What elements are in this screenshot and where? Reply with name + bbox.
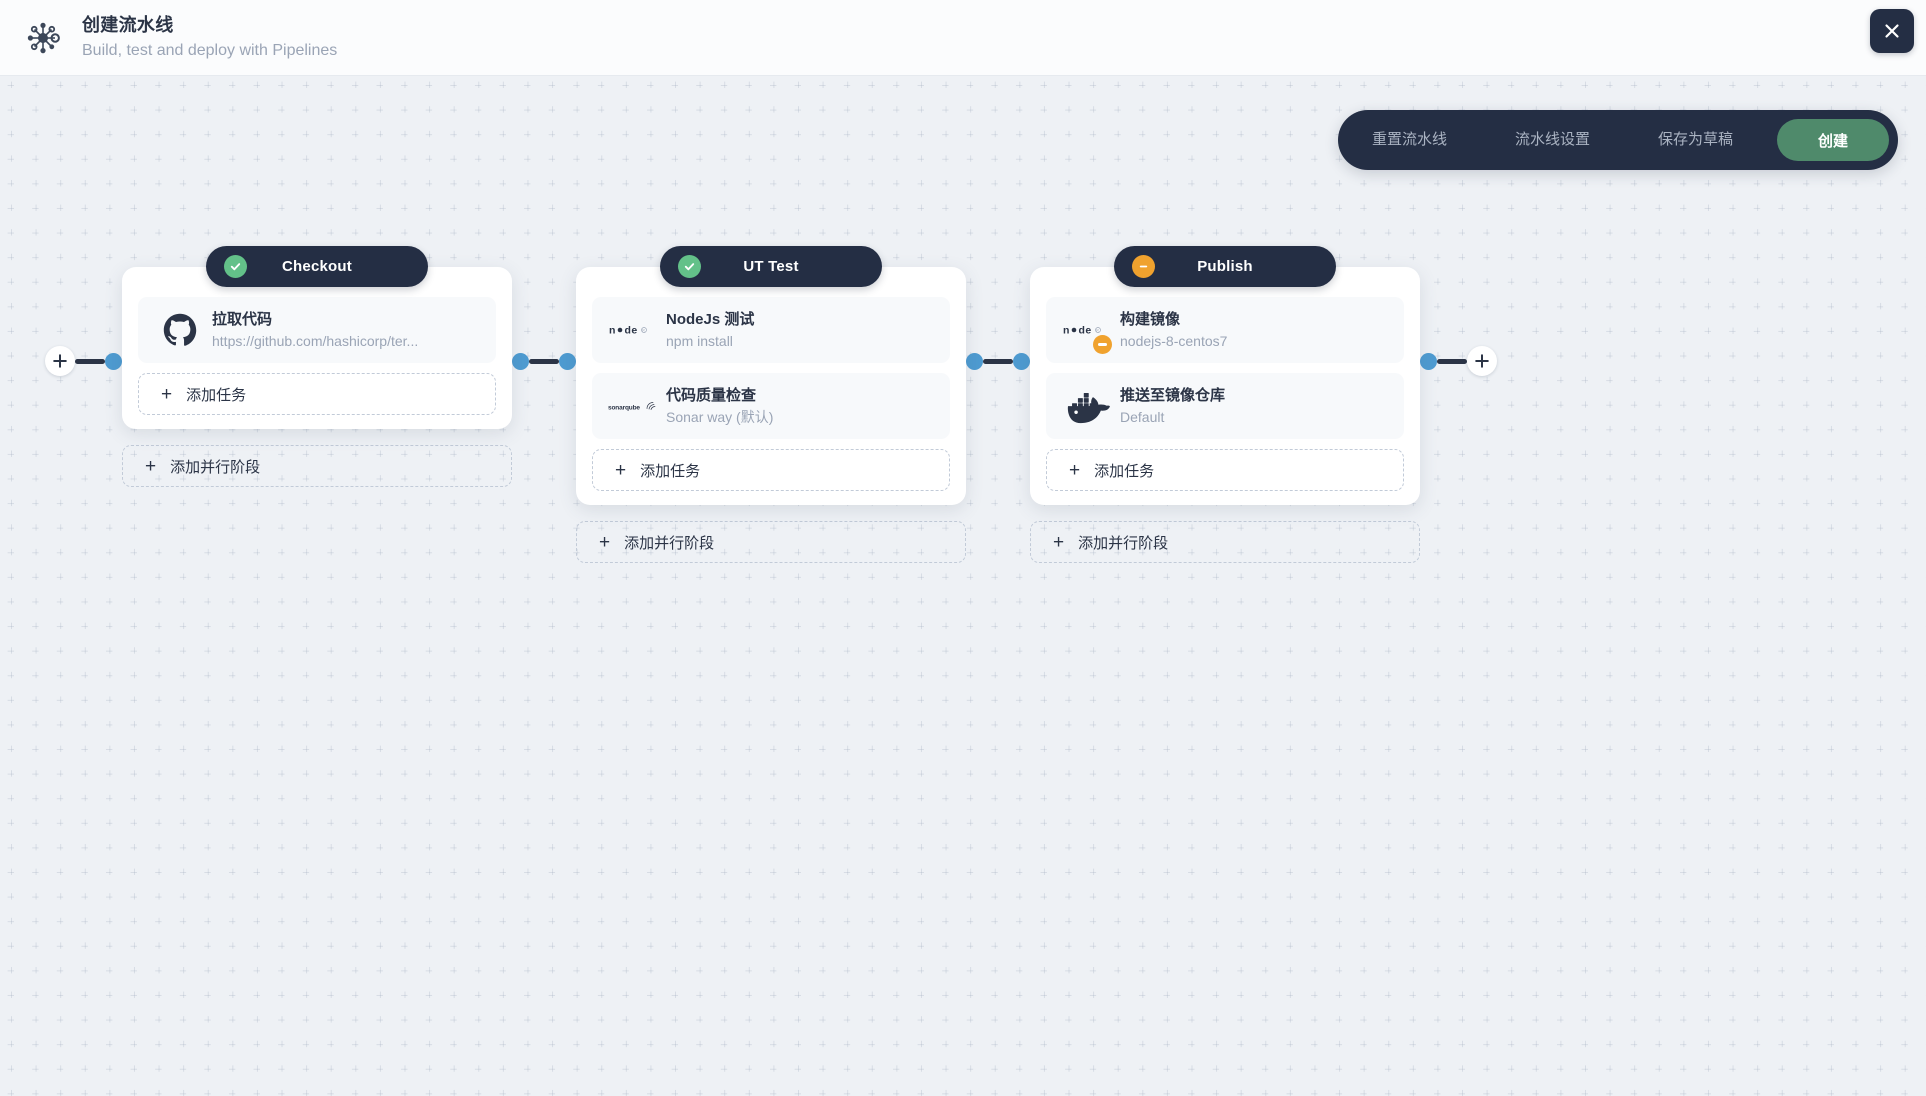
docker-icon — [1062, 384, 1114, 428]
task-subtitle: npm install — [666, 332, 733, 349]
task-text: 拉取代码 https://github.com/hashicorp/ter... — [212, 310, 480, 351]
connector-dot[interactable] — [966, 352, 983, 370]
connector-line — [1437, 358, 1467, 364]
plus-icon — [1475, 354, 1489, 368]
page-title: 创建流水线 — [82, 14, 174, 35]
svg-text:n: n — [609, 325, 616, 337]
task-title: 代码质量检查 — [666, 386, 757, 404]
task-subtitle: https://github.com/hashicorp/ter... — [212, 332, 419, 349]
task-title: NodeJs 测试 — [666, 310, 755, 328]
add-stage-start-button[interactable] — [45, 346, 75, 376]
stage-header[interactable]: Publish — [1114, 246, 1336, 287]
warning-badge-icon — [1093, 335, 1112, 354]
task-item[interactable]: n de R NodeJs 测试 npm install — [592, 297, 950, 363]
stage-header[interactable]: Checkout — [206, 246, 428, 287]
save-draft-button[interactable]: 保存为草稿 — [1657, 131, 1733, 148]
add-task-button[interactable]: + 添加任务 — [138, 373, 496, 415]
check-circle-icon — [678, 255, 701, 278]
pipeline-graph: Checkout 拉取代码 https://github.com/hashico… — [0, 246, 1926, 563]
connector-dot[interactable] — [512, 352, 529, 370]
svg-text:de: de — [1079, 325, 1092, 337]
github-icon — [154, 308, 206, 352]
pipeline-canvas[interactable]: 重置流水线 流水线设置 保存为草稿 创建 Check — [0, 76, 1926, 1096]
reset-pipeline-button[interactable]: 重置流水线 — [1371, 131, 1447, 148]
svg-text:R: R — [642, 329, 645, 333]
stage-name: Checkout — [282, 258, 352, 275]
stage-ut-test: UT Test n de R NodeJs 测试 — [576, 246, 966, 563]
stage-connector — [966, 246, 1030, 476]
add-task-label: 添加任务 — [1094, 462, 1155, 480]
task-text: 推送至镜像仓库 Default — [1120, 386, 1388, 427]
task-text: NodeJs 测试 npm install — [666, 310, 934, 351]
stage-header[interactable]: UT Test — [660, 246, 882, 287]
connector-line — [529, 358, 559, 364]
add-task-button[interactable]: + 添加任务 — [592, 449, 950, 491]
plus-icon: + — [1069, 459, 1081, 481]
page-subtitle: Build, test and deploy with Pipelines — [82, 41, 338, 59]
svg-text:R: R — [1096, 329, 1099, 333]
close-icon — [1885, 24, 1899, 38]
plus-icon: + — [161, 383, 173, 405]
plus-icon — [53, 354, 67, 368]
stage-publish: Publish n de R 构建镜像 — [1030, 246, 1420, 563]
task-item[interactable]: 推送至镜像仓库 Default — [1046, 373, 1404, 439]
pipeline-nodes-icon — [20, 15, 66, 61]
task-title: 推送至镜像仓库 — [1120, 386, 1226, 404]
plus-icon: + — [599, 531, 611, 553]
add-parallel-stage-label: 添加并行阶段 — [624, 534, 715, 552]
plus-icon: + — [615, 459, 627, 481]
add-parallel-stage-button[interactable]: + 添加并行阶段 — [122, 445, 512, 487]
add-task-button[interactable]: + 添加任务 — [1046, 449, 1404, 491]
task-title: 构建镜像 — [1120, 310, 1181, 328]
task-subtitle: Sonar way (默认) — [666, 408, 774, 425]
nodejs-icon: n de R — [1062, 308, 1114, 354]
connector-dot[interactable] — [1013, 352, 1030, 370]
stage-body: n de R NodeJs 测试 npm install — [576, 267, 966, 505]
task-subtitle: Default — [1120, 408, 1165, 425]
add-task-label: 添加任务 — [186, 386, 247, 404]
add-parallel-stage-button[interactable]: + 添加并行阶段 — [576, 521, 966, 563]
add-parallel-stage-button[interactable]: + 添加并行阶段 — [1030, 521, 1420, 563]
minus-circle-icon — [1132, 255, 1155, 278]
pipeline-start-connector — [0, 246, 122, 476]
pipeline-settings-button[interactable]: 流水线设置 — [1514, 131, 1590, 148]
connector-dot[interactable] — [559, 352, 576, 370]
add-task-label: 添加任务 — [640, 462, 701, 480]
nodejs-icon: n de R — [608, 308, 660, 352]
header-text-block: 创建流水线 Build, test and deploy with Pipeli… — [82, 13, 337, 63]
task-item[interactable]: sonarqube 代码质量检查 Sonar way (默认) — [592, 373, 950, 439]
stage-body: 拉取代码 https://github.com/hashicorp/ter...… — [122, 267, 512, 429]
stage-name: UT Test — [743, 258, 799, 275]
plus-icon: + — [145, 455, 157, 477]
connector-dot[interactable] — [105, 352, 122, 370]
task-subtitle: nodejs-8-centos7 — [1120, 332, 1228, 349]
add-parallel-stage-label: 添加并行阶段 — [170, 458, 261, 476]
check-circle-icon — [224, 255, 247, 278]
svg-text:de: de — [625, 325, 638, 337]
task-item[interactable]: 拉取代码 https://github.com/hashicorp/ter... — [138, 297, 496, 363]
add-parallel-stage-label: 添加并行阶段 — [1078, 534, 1169, 552]
close-button[interactable] — [1870, 9, 1914, 53]
stage-body: n de R 构建镜像 nodejs-8-centos7 — [1030, 267, 1420, 505]
add-stage-end-button[interactable] — [1467, 346, 1497, 376]
connector-dot[interactable] — [1420, 352, 1437, 370]
pipeline-action-bar: 重置流水线 流水线设置 保存为草稿 创建 — [1337, 110, 1898, 170]
task-text: 构建镜像 nodejs-8-centos7 — [1120, 310, 1388, 351]
stage-connector — [512, 246, 576, 476]
create-pipeline-button[interactable]: 创建 — [1777, 119, 1889, 161]
svg-text:sonarqube: sonarqube — [608, 405, 640, 412]
svg-text:n: n — [1063, 325, 1070, 337]
pipeline-end-connector — [1420, 246, 1497, 476]
task-text: 代码质量检查 Sonar way (默认) — [666, 386, 934, 427]
app-header: 创建流水线 Build, test and deploy with Pipeli… — [0, 0, 1926, 76]
task-title: 拉取代码 — [212, 310, 273, 328]
connector-line — [983, 358, 1013, 364]
sonarqube-icon: sonarqube — [608, 384, 660, 428]
stage-name: Publish — [1197, 258, 1253, 275]
task-item[interactable]: n de R 构建镜像 nodejs-8-centos7 — [1046, 297, 1404, 363]
connector-line — [75, 358, 105, 364]
stage-checkout: Checkout 拉取代码 https://github.com/hashico… — [122, 246, 512, 487]
plus-icon: + — [1053, 531, 1065, 553]
